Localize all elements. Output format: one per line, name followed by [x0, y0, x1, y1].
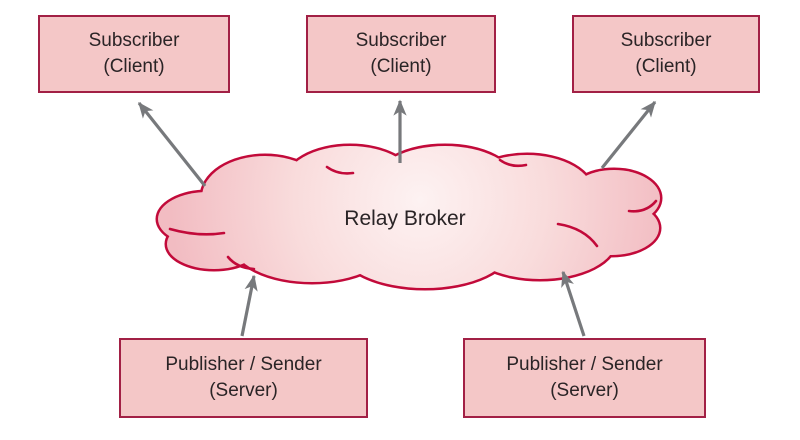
node-label-line1: Subscriber	[355, 30, 447, 51]
node-label-line1: Publisher / Sender	[506, 354, 663, 375]
node-label-line1: Subscriber	[620, 30, 712, 51]
arrow-broker-to-subscriber-3	[600, 100, 657, 170]
relay-cloud-fill	[158, 146, 660, 288]
node-label-line1: Subscriber	[88, 30, 180, 51]
node-label-line1: Publisher / Sender	[165, 354, 322, 375]
arrow-broker-to-subscriber-1	[137, 101, 207, 187]
node-publisher-1: Publisher / Sender (Server)	[119, 338, 368, 418]
connection-arrows	[137, 99, 657, 337]
relay-broker-label: Relay Broker	[344, 207, 466, 230]
node-subscriber-3: Subscriber (Client)	[572, 15, 760, 93]
relay-cloud-creases	[168, 158, 658, 271]
arrow-publisher-2-to-broker	[561, 270, 586, 337]
node-label-line2: (Server)	[550, 380, 619, 401]
node-label-line2: (Client)	[103, 56, 165, 77]
node-publisher-2: Publisher / Sender (Server)	[463, 338, 706, 418]
node-subscriber-1: Subscriber (Client)	[38, 15, 230, 93]
node-subscriber-2: Subscriber (Client)	[306, 15, 496, 93]
node-label-line2: (Client)	[635, 56, 697, 77]
arrow-publisher-1-to-broker	[240, 274, 258, 337]
node-label-line2: (Server)	[209, 380, 278, 401]
node-label-line2: (Client)	[370, 56, 432, 77]
